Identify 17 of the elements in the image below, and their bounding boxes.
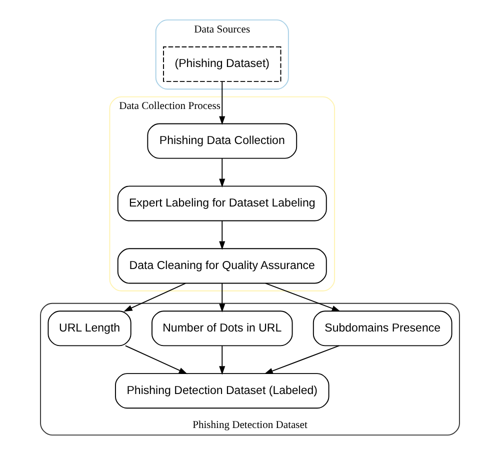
node-box: (Phishing Dataset) (162, 46, 281, 82)
arrow (218, 81, 225, 125)
arrow (218, 282, 225, 312)
node-box: Subdomains Presence (312, 310, 452, 346)
node-box: Expert Labeling for Dataset Labeling (116, 186, 326, 222)
arrow (123, 282, 186, 312)
arrow (264, 282, 340, 312)
node-box: Number of Dots in URL (151, 310, 292, 346)
node-box: URL Length (47, 310, 131, 346)
arrow (124, 345, 188, 374)
node-box: Phishing Detection Dataset (Labeled) (114, 373, 329, 409)
node-box: Phishing Data Collection (146, 123, 297, 159)
arrow (218, 220, 225, 250)
arrow (218, 345, 225, 375)
arrow (264, 345, 340, 374)
node-box: Data Cleaning for Quality Assurance (116, 248, 326, 284)
arrow (218, 158, 225, 188)
